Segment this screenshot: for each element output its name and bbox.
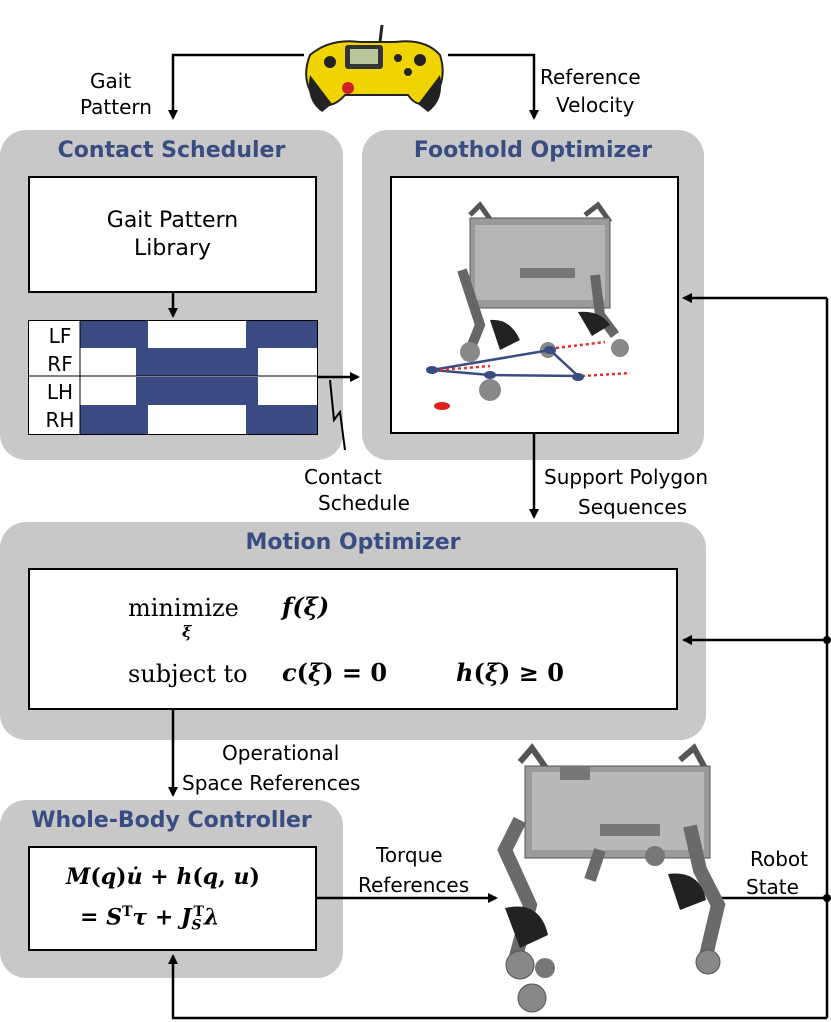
gamepad-icon: [305, 24, 444, 112]
gait-library-line2: Library: [134, 236, 211, 261]
wbc-equation-line1: M(q)u̇ + h(q, u): [66, 864, 260, 890]
reference-velocity-label-2: Velocity: [556, 93, 635, 117]
foothold-optimizer-title: Foothold Optimizer: [413, 138, 653, 163]
objective: f(ξ): [282, 592, 330, 621]
leg-label-rf: RF: [47, 352, 73, 376]
leg-label-lh: LH: [46, 380, 74, 404]
wbc-equation-box: M(q)u̇ + h(q, u) = STτ + JSTλ: [28, 846, 317, 951]
minimize-text: minimize: [128, 594, 239, 622]
support-polygon-label-2: Sequences: [578, 495, 688, 519]
operational-space-label-1: Operational: [222, 741, 340, 765]
top-arrows: [168, 53, 539, 120]
torque-references-label-2: References: [358, 873, 470, 897]
minimize-var: ξ: [182, 622, 192, 641]
gait-schedule-fills: [80, 321, 317, 434]
gait-schedule-grid: [29, 321, 317, 434]
foothold-robot-illustration: [426, 201, 631, 410]
torque-references-label-1: Torque: [376, 843, 443, 867]
whole-body-controller-title: Whole-Body Controller: [31, 808, 312, 833]
inequality-constraint: h(ξ) ≥ 0: [456, 658, 564, 687]
gait-pattern-label-1: Gait: [90, 69, 132, 93]
robot-state-label-1: Robot: [750, 847, 809, 871]
leg-label-rh: RH: [45, 408, 75, 432]
operational-space-label-2: Space References: [182, 771, 361, 795]
gait-library-line1: Gait Pattern: [106, 208, 239, 233]
contact-schedule-label-2: Schedule: [318, 491, 410, 515]
equality-constraint: c(ξ) = 0: [282, 658, 388, 687]
junction-dots: [823, 636, 831, 902]
subject-to-text: subject to: [128, 660, 248, 688]
robot-illustration: [497, 743, 726, 1013]
robot-state-label-2: State: [746, 875, 799, 899]
reference-velocity-label-1: Reference: [540, 65, 641, 89]
motion-optimizer-title: Motion Optimizer: [245, 530, 461, 555]
support-polygon-label-1: Support Polygon: [544, 465, 709, 489]
motion-equation-box: minimize ξ f(ξ) subject to c(ξ) = 0 h(ξ)…: [28, 568, 678, 710]
gait-library-box: Gait Pattern Library: [28, 176, 317, 293]
contact-schedule-pointer: [329, 379, 346, 451]
leg-label-lf: LF: [48, 324, 72, 348]
contact-schedule-label-1: Contact: [304, 465, 382, 489]
contact-scheduler-title: Contact Scheduler: [57, 138, 286, 163]
gait-pattern-label-2: Pattern: [80, 95, 152, 119]
wbc-equation-line2: = STτ + JSTλ: [80, 904, 220, 934]
